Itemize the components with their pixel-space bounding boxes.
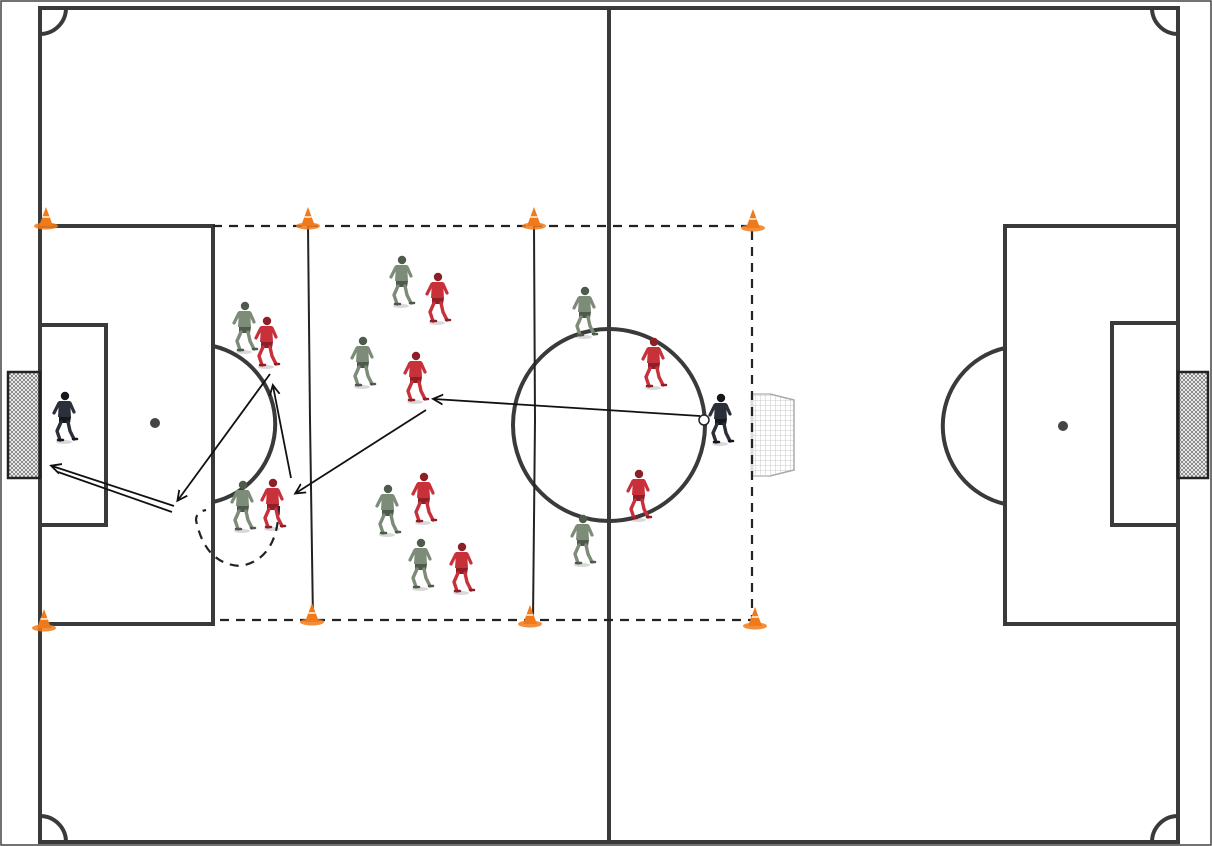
right-penalty-spot xyxy=(1058,421,1068,431)
left-penalty-spot xyxy=(150,418,160,428)
left-goal-icon xyxy=(8,372,40,478)
right-goal-icon xyxy=(1178,372,1208,478)
portable-goal-icon xyxy=(752,394,794,476)
ball-icon xyxy=(699,415,709,425)
